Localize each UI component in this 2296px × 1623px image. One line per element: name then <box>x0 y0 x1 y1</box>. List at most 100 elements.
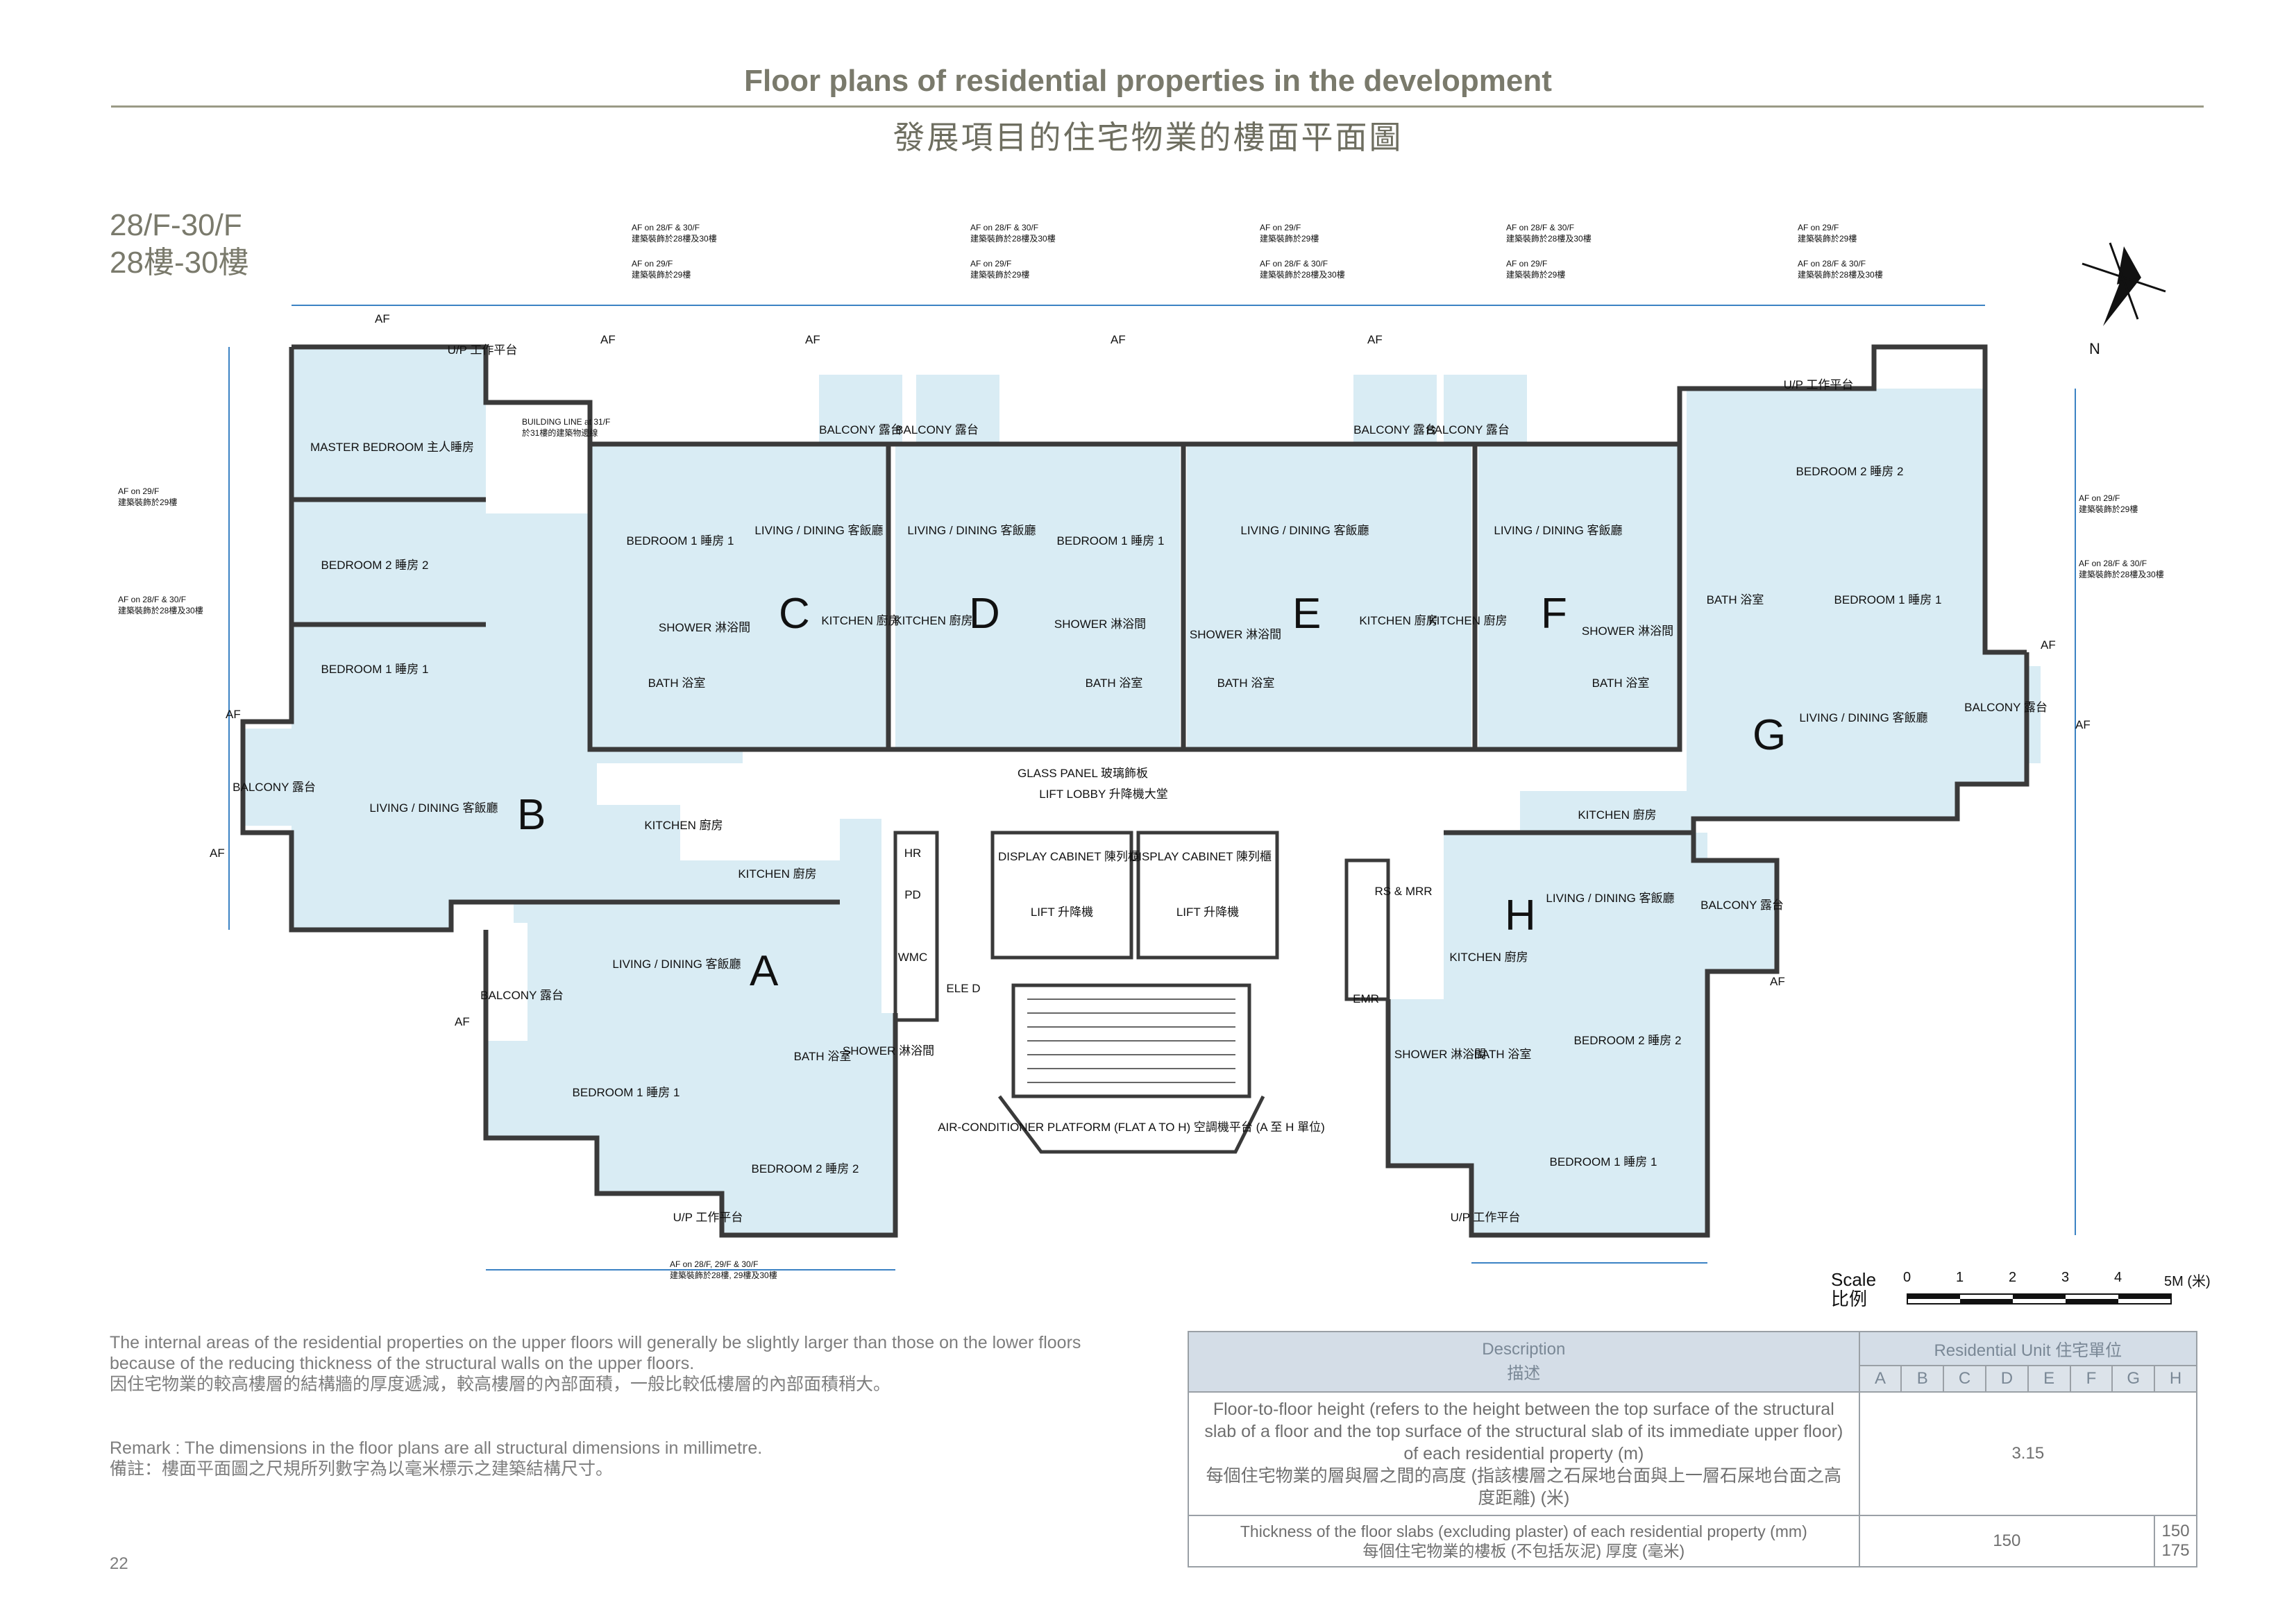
scale-tick-0: 0 <box>1903 1270 1911 1285</box>
balcony-d-fill <box>916 375 999 444</box>
note-af-28-30-zh-2: 建築裝飾於28樓及30樓 <box>970 233 1056 244</box>
af-label-7: AF <box>1367 333 1383 346</box>
service-rooms <box>893 831 939 1022</box>
room-bath-f: BATH 浴室 <box>1592 677 1650 690</box>
dimension-remark-en: Remark : The dimensions in the floor pla… <box>110 1438 763 1458</box>
note-af-28-30-6: AF on 28/F & 30/F <box>118 595 186 604</box>
room-balcony-a: BALCONY 露台 <box>480 989 564 1002</box>
scale-label: Scale 比例 <box>1831 1270 1876 1309</box>
floor-label-zh: 28樓-30樓 <box>110 246 249 280</box>
room-ac-platform: AIR-CONDITIONER PLATFORM (FLAT A TO H) 空… <box>938 1121 1325 1134</box>
room-living-a: LIVING / DINING 客飯廳 <box>612 958 741 971</box>
balcony-e-fill <box>1353 375 1437 444</box>
stair-treads <box>1027 999 1235 1083</box>
west-wall <box>240 347 527 933</box>
unit-f-letter: F <box>1541 590 1567 638</box>
balcony-h-fill <box>1707 874 1777 971</box>
note-af-28-30-1: AF on 28/F & 30/F <box>632 223 700 232</box>
room-living-h: LIVING / DINING 客飯廳 <box>1546 892 1674 905</box>
note-af-29-6: AF on 29/F <box>118 486 159 496</box>
room-bath-e: BATH 浴室 <box>1217 677 1275 690</box>
spec-row-slab-value-h: 150 175 <box>2154 1515 2197 1567</box>
spec-unit-a: A <box>1858 1365 1902 1393</box>
scale-label-en: Scale <box>1831 1269 1877 1290</box>
unit-e-letter: E <box>1292 590 1321 638</box>
room-living-f: LIVING / DINING 客飯廳 <box>1494 524 1622 537</box>
balcony-f-fill <box>1444 375 1527 444</box>
spec-col-description: Description 描述 <box>1188 1331 1860 1393</box>
room-kitchen-a: KITCHEN 廚房 <box>738 867 816 881</box>
dimension-lines <box>228 305 2076 1271</box>
room-bath-g: BATH 浴室 <box>1707 593 1764 606</box>
room-up-g: U/P 工作平台 <box>1784 378 1854 391</box>
spec-unit-e: E <box>2027 1365 2071 1393</box>
ac-platform <box>998 1095 1265 1154</box>
note-af-29-2: AF on 29/F <box>970 259 1011 269</box>
page-title-zh: 發展項目的住宅物業的樓面平面圖 <box>893 119 1403 155</box>
core <box>893 831 1390 1154</box>
north-wall <box>292 344 2027 655</box>
dimension-remark-zh: 備註：樓面平面圖之尺規所列數字為以毫米標示之建築結構尺寸。 <box>110 1459 614 1479</box>
room-kitchen-f: KITCHEN 廚房 <box>1428 613 1507 627</box>
floor-label-en: 28/F-30/F <box>110 208 242 242</box>
room-bedroom2-h: BEDROOM 2 睡房 2 <box>1574 1034 1682 1047</box>
rs-mrr <box>1344 858 1390 1001</box>
room-bedroom1-b: BEDROOM 1 睡房 1 <box>321 663 429 676</box>
note-building-line: BUILDING LINE at 31/F <box>522 417 610 427</box>
unit-h-fill <box>1388 833 1777 1235</box>
note-af-28-30-zh-1: 建築裝飾於28樓及30樓 <box>632 233 717 244</box>
room-rs-mrr: RS & MRR <box>1374 885 1432 898</box>
room-shower-a: SHOWER 淋浴間 <box>843 1044 934 1057</box>
room-display-1: DISPLAY CABINET 陳列櫃 <box>998 850 1140 863</box>
unit-c-letter: C <box>779 590 810 638</box>
room-balcony-h: BALCONY 露台 <box>1700 899 1784 912</box>
internal-area-remark-en: The internal areas of the residential pr… <box>110 1333 1081 1373</box>
room-shower-d: SHOWER 淋浴間 <box>1054 618 1146 631</box>
room-wmc: WMC <box>898 951 927 964</box>
lift-1 <box>990 831 1133 960</box>
room-display-2: DISPLAY CABINET 陳列櫃 <box>1130 850 1272 863</box>
scale-tick-3: 3 <box>2061 1270 2070 1285</box>
spec-row-height-value: 3.15 <box>1858 1391 2198 1516</box>
spec-unit-c: C <box>1943 1365 1986 1393</box>
room-shower-h: SHOWER 淋浴間 <box>1394 1048 1486 1061</box>
balcony-c-fill <box>819 375 902 444</box>
note-af-29-zh-1: 建築裝飾於29樓 <box>632 269 691 280</box>
room-up-b: U/P 工作平台 <box>448 343 518 357</box>
internal-area-remark: The internal areas of the residential pr… <box>110 1332 1137 1395</box>
spec-row-slab-zh: 每個住宅物業的樓板 (不包括灰泥) 厚度 (毫米) <box>1362 1542 1685 1560</box>
unit-a-fill <box>486 819 895 1235</box>
room-lift-2: LIFT 升降機 <box>1176 906 1239 919</box>
room-bath-d: BATH 浴室 <box>1086 677 1143 690</box>
scale-tick-2: 2 <box>2009 1270 2017 1285</box>
note-building-line-zh: 於31樓的建築物邊線 <box>522 427 598 438</box>
dimension-remark: Remark : The dimensions in the floor pla… <box>110 1438 1137 1479</box>
walls <box>240 344 2029 1238</box>
note-af-28-29-30-zh: 建築裝飾於28樓, 29樓及30樓 <box>670 1270 777 1280</box>
room-kitchen-e: KITCHEN 廚房 <box>1359 613 1437 627</box>
room-shower-c: SHOWER 淋浴間 <box>659 621 750 634</box>
af-label-6: AF <box>1111 333 1126 346</box>
spec-unit-d: D <box>1984 1365 2029 1393</box>
internal-area-remark-zh: 因住宅物業的較高樓層的結構牆的厚度遞減，較高樓層的內部面積，一般比較低樓層的內部… <box>110 1375 891 1394</box>
af-label-5: AF <box>805 333 820 346</box>
af-label-1: AF <box>375 312 390 325</box>
room-bath-c: BATH 浴室 <box>648 677 706 690</box>
header-rule <box>111 105 2204 108</box>
scale-label-zh: 比例 <box>1831 1289 1868 1309</box>
row-wall-right <box>1180 444 1682 752</box>
room-bedroom1-a: BEDROOM 1 睡房 1 <box>573 1086 680 1099</box>
unit-h-letter: H <box>1505 892 1536 940</box>
af-label-8: AF <box>2041 638 2056 652</box>
spec-col-description-zh: 描述 <box>1507 1364 1541 1383</box>
note-af-28-30-zh-3: 建築裝飾於28樓及30樓 <box>1260 269 1345 280</box>
note-af-29-zh-4: 建築裝飾於29樓 <box>1506 269 1565 280</box>
room-balcony-f: BALCONY 露台 <box>1426 423 1510 436</box>
room-bedroom1-g: BEDROOM 1 睡房 1 <box>1834 593 1942 606</box>
note-af-28-30-zh-4: 建築裝飾於28樓及30樓 <box>1506 233 1592 244</box>
spec-row-slab-value-ag: 150 <box>1858 1515 2156 1567</box>
floor-label: 28/F-30/F 28樓-30樓 <box>110 207 249 282</box>
room-living-g: LIVING / DINING 客飯廳 <box>1799 711 1927 724</box>
note-af-28-30-2: AF on 28/F & 30/F <box>970 223 1038 232</box>
room-bedroom1-h: BEDROOM 1 睡房 1 <box>1550 1155 1657 1169</box>
